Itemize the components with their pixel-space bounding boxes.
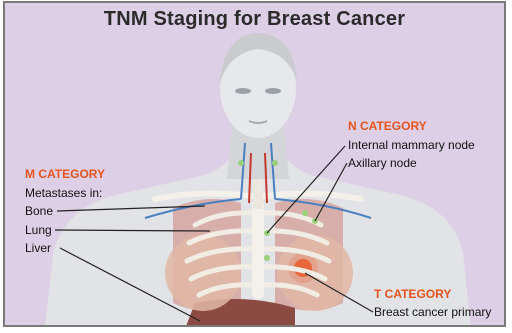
left-eye [235, 88, 251, 94]
anatomy-figure [5, 3, 506, 327]
spine [253, 179, 263, 209]
n-item-internal-mammary: Internal mammary node [348, 138, 475, 152]
right-eye [265, 88, 281, 94]
diagram-title: TNM Staging for Breast Cancer [5, 8, 504, 31]
t-category-heading: T CATEGORY [374, 287, 451, 301]
t-item-breast-primary: Breast cancer primary [374, 305, 491, 319]
diagram-frame: TNM Staging for Breast Cancer M CATEGORY… [3, 1, 506, 327]
m-item-liver: Liver [25, 241, 51, 255]
n-category-heading: N CATEGORY [348, 119, 427, 133]
sternum [252, 199, 264, 299]
m-category-subheading: Metastases in: [25, 186, 102, 200]
m-item-bone: Bone [25, 204, 53, 218]
m-item-lung: Lung [25, 223, 52, 237]
n-item-axillary: Axillary node [348, 156, 417, 170]
m-category-heading: M CATEGORY [25, 167, 105, 181]
